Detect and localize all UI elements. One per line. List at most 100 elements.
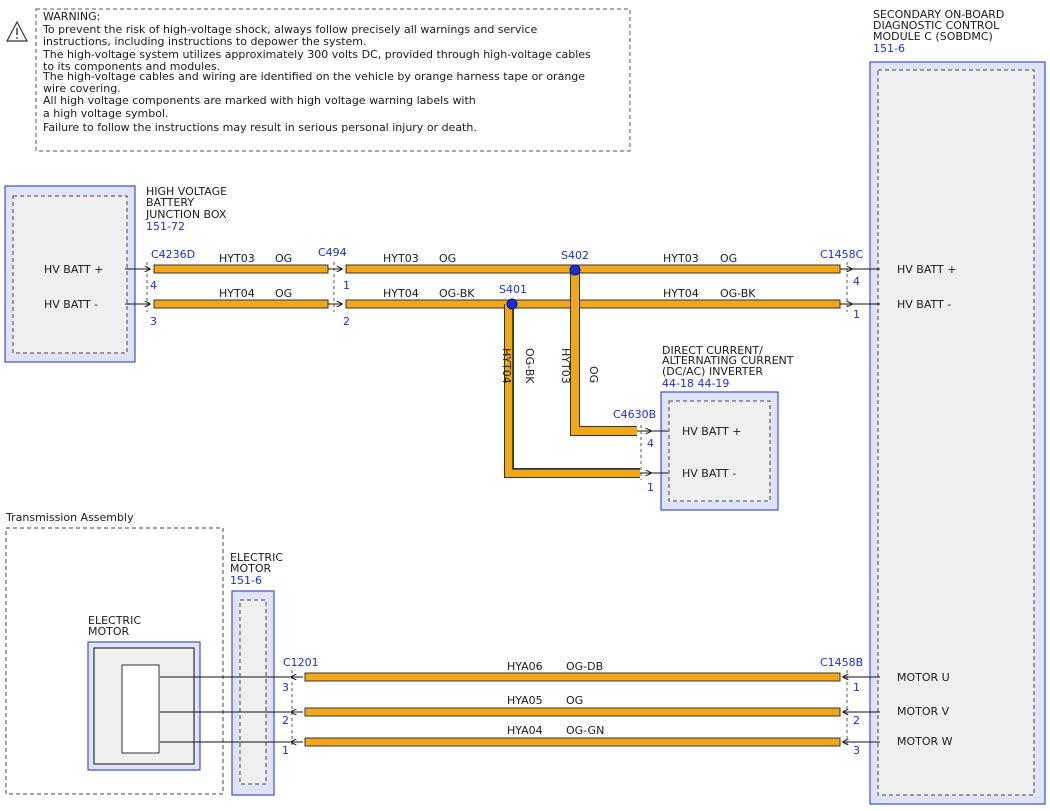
- component-name: ALTERNATING CURRENT: [662, 354, 794, 367]
- wire-hya06[interactable]: [160, 672, 880, 682]
- transmission-assembly: [5, 527, 224, 795]
- wire-circuit: HYT03: [383, 252, 419, 265]
- connector-id-link[interactable]: C1458C: [820, 248, 864, 261]
- pin-label: MOTOR U: [897, 671, 950, 684]
- pin-number: 4: [853, 275, 860, 288]
- pin-number: 1: [647, 481, 654, 494]
- warning-line: All high voltage components are marked w…: [43, 94, 476, 107]
- splice-label-link[interactable]: S401: [499, 283, 527, 296]
- sobdmc-module[interactable]: HV BATT + HV BATT - MOTOR U MOTOR V MOTO…: [869, 61, 1046, 805]
- splice-label-link[interactable]: S402: [561, 249, 589, 262]
- component-ref-link[interactable]: 151-6: [230, 574, 262, 587]
- wire-circuit: HYA05: [507, 694, 543, 707]
- wire-color: OG-GN: [566, 724, 604, 737]
- connector-id-link[interactable]: C494: [318, 246, 347, 259]
- pin-number: 1: [282, 744, 289, 757]
- wire-color: OG: [587, 366, 600, 383]
- component-name: ELECTRIC: [230, 551, 283, 564]
- connector-id-link[interactable]: C1458B: [820, 656, 863, 669]
- connector-id-link[interactable]: C4630B: [613, 408, 656, 421]
- wire-circuit: HYA04: [507, 724, 543, 737]
- component-name: JUNCTION BOX: [145, 208, 227, 221]
- component-name: BATTERY: [146, 196, 194, 209]
- electric-motor[interactable]: [231, 590, 275, 796]
- warning-line: Failure to follow the instructions may r…: [43, 121, 477, 134]
- pin-number: 2: [853, 714, 860, 727]
- wire-circuit: HYT03: [219, 252, 255, 265]
- warning-line: To prevent the risk of high-voltage shoc…: [42, 23, 537, 36]
- pin-label: HV BATT -: [682, 467, 736, 480]
- wire-circuit: HYT03: [663, 252, 699, 265]
- pin-label: HV BATT -: [44, 298, 98, 311]
- wire-hya05[interactable]: [160, 707, 880, 717]
- warning-line: wire covering.: [43, 82, 121, 95]
- pin-number: 1: [853, 308, 860, 321]
- splice-s402-dot[interactable]: [569, 264, 581, 276]
- pin-label: HV BATT +: [897, 263, 956, 276]
- pin-number: 4: [647, 437, 654, 450]
- wire-hyt04-c494-to-c1458c[interactable]: [345, 299, 880, 309]
- warning-line: a high voltage symbol.: [43, 107, 169, 120]
- warning-triangle-icon: [6, 20, 28, 42]
- component-ref-link[interactable]: 44-18 44-19: [662, 377, 729, 390]
- wire-circuit: HYT03: [559, 348, 572, 384]
- wire-color: OG: [275, 287, 292, 300]
- component-name: MODULE C (SOBDMC): [873, 30, 993, 43]
- pin-number: 3: [282, 681, 289, 694]
- pin-number: 4: [150, 279, 157, 292]
- component-name: SECONDARY ON-BOARD: [873, 8, 1004, 21]
- wire-circuit: HYT04: [500, 348, 513, 384]
- connector-id-link[interactable]: C4236D: [151, 248, 195, 261]
- component-name: MOTOR: [230, 562, 272, 575]
- warning-line: instructions, including instructions to …: [43, 35, 367, 48]
- component-ref-link[interactable]: 151-6: [873, 42, 905, 55]
- splice-s401-dot[interactable]: [506, 298, 518, 310]
- wire-circuit: HYA06: [507, 660, 543, 673]
- wire-hyt03-c494-to-c1458c[interactable]: [345, 264, 880, 274]
- dcac-inverter[interactable]: HV BATT + HV BATT -: [660, 391, 779, 511]
- component-name: HIGH VOLTAGE: [146, 185, 227, 198]
- wire-hyt03-junction-to-c494[interactable]: [125, 264, 342, 274]
- wire-color: OG-BK: [439, 287, 475, 300]
- wire-circuit: HYT04: [383, 287, 419, 300]
- wire-hyt03-s402-to-inverter[interactable]: [570, 271, 651, 436]
- wire-color: OG: [275, 252, 292, 265]
- wire-hyt04-junction-to-c494[interactable]: [125, 299, 342, 309]
- wire-circuit: HYT04: [663, 287, 699, 300]
- component-name: ELECTRIC: [88, 614, 141, 627]
- pin-label: MOTOR V: [897, 705, 950, 718]
- hv-battery-junction-box[interactable]: HV BATT + HV BATT -: [4, 185, 136, 363]
- warning-line: The high-voltage cables and wiring are i…: [42, 70, 585, 83]
- wire-color: OG: [566, 694, 583, 707]
- pin-number: 2: [343, 315, 350, 328]
- wire-circuit: HYT04: [219, 287, 255, 300]
- warning-line: WARNING:: [43, 10, 100, 23]
- wire-color: OG-BK: [523, 348, 536, 384]
- pin-label: HV BATT +: [682, 425, 741, 438]
- component-name: Transmission Assembly: [5, 511, 134, 524]
- component-name: DIAGNOSTIC CONTROL: [873, 19, 1000, 32]
- warning-panel: WARNING: To prevent the risk of high-vol…: [6, 8, 631, 152]
- wire-color: OG-BK: [720, 287, 756, 300]
- component-name: MOTOR: [88, 625, 130, 638]
- component-name: DIRECT CURRENT/: [662, 344, 763, 357]
- pin-number: 2: [282, 714, 289, 727]
- component-name: (DC/AC) INVERTER: [662, 365, 763, 378]
- pin-number: 3: [853, 744, 860, 757]
- pin-number: 3: [150, 315, 157, 328]
- pin-number: 1: [343, 279, 350, 292]
- component-ref-link[interactable]: 151-72: [146, 220, 185, 233]
- pin-label: HV BATT +: [44, 263, 103, 276]
- warning-line: The high-voltage system utilizes approxi…: [42, 48, 591, 61]
- wire-hya04[interactable]: [160, 737, 880, 747]
- connector-id-link[interactable]: C1201: [283, 656, 319, 669]
- pin-label: HV BATT -: [897, 298, 951, 311]
- warning-line: to its components and modules.: [43, 60, 220, 73]
- wire-color: OG: [439, 252, 456, 265]
- electric-motor-inner[interactable]: [87, 641, 201, 771]
- pin-label: MOTOR W: [897, 735, 953, 748]
- wire-hyt04-s401-to-inverter[interactable]: [504, 304, 651, 478]
- wire-color: OG: [720, 252, 737, 265]
- pin-number: 1: [853, 681, 860, 694]
